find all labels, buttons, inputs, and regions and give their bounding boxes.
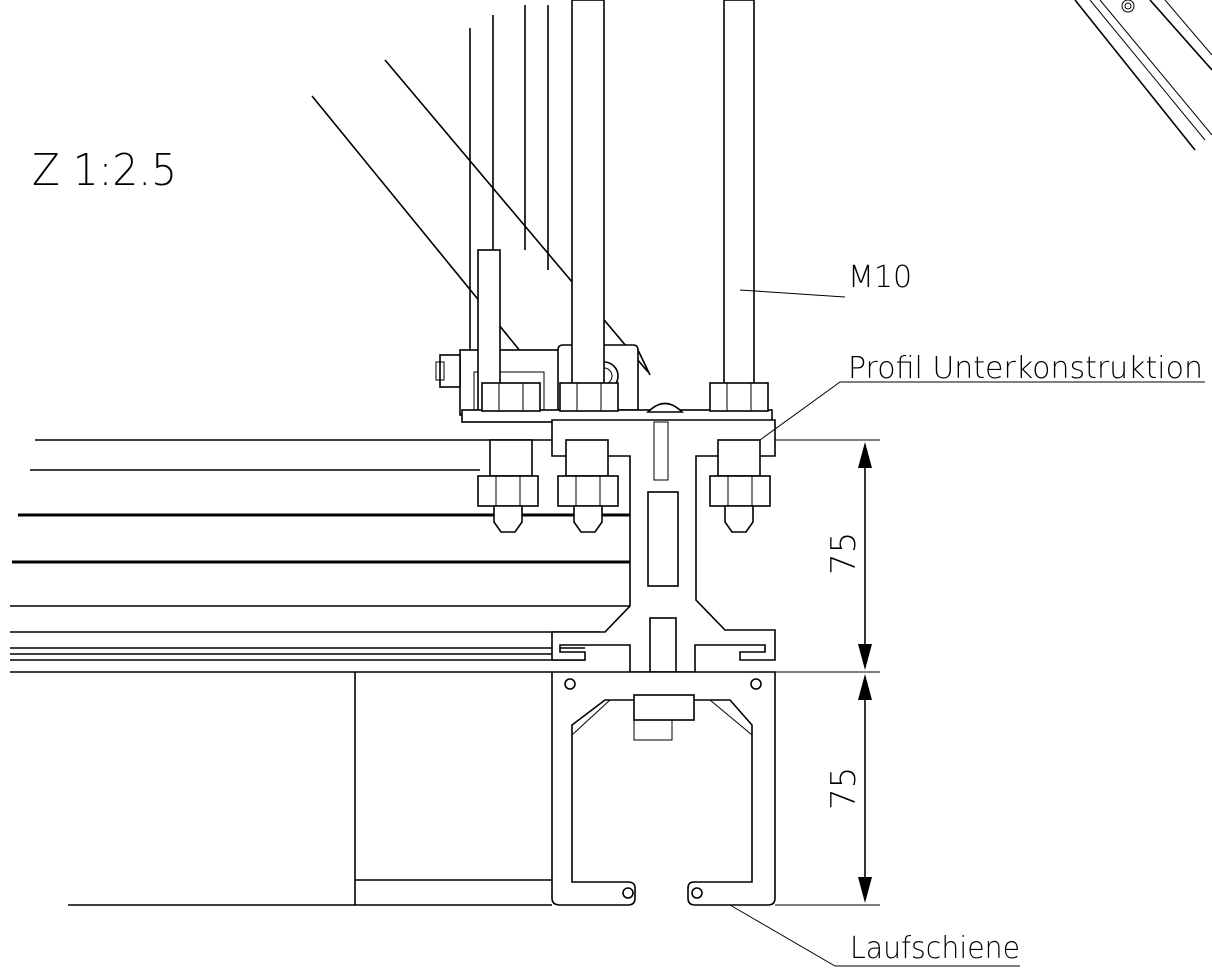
dimension-lower: 75 — [824, 767, 864, 810]
substructure-profile — [551, 419, 776, 673]
scale-label: Z 1:2.5 — [32, 145, 177, 196]
top-right-detail — [1074, 0, 1212, 151]
horizontal-profile — [10, 439, 630, 673]
running-rail — [551, 671, 776, 906]
dimension-upper: 75 — [824, 532, 864, 575]
rail-label: Laufschiene — [850, 931, 1020, 966]
door-panel — [68, 672, 552, 906]
screw-icon — [1121, 0, 1135, 13]
rail-leader — [729, 904, 1020, 967]
substructure-label: Profil Unterkonstruktion — [848, 351, 1203, 386]
substructure-leader — [759, 381, 1205, 441]
dimension-lines — [775, 439, 880, 906]
lower-nuts — [477, 439, 771, 533]
bolt-leader — [739, 289, 846, 298]
upper-nuts — [481, 382, 769, 413]
threaded-rods — [477, 0, 846, 421]
bolt-label: M10 — [848, 260, 912, 295]
